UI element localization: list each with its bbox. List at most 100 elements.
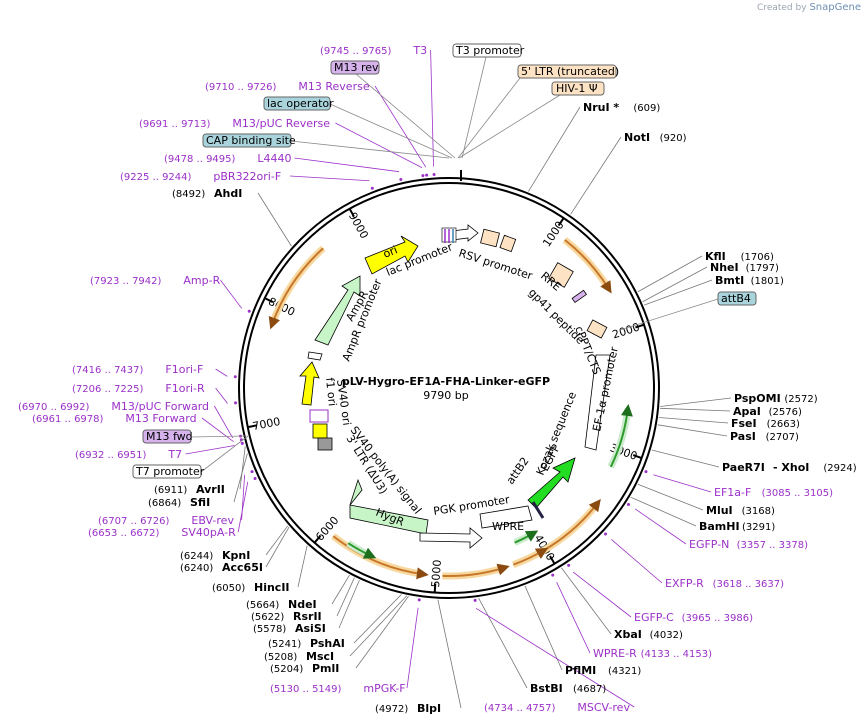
m13-rev-box [330, 60, 380, 75]
primer-position: (6707 .. 6726) [98, 516, 170, 527]
pgk-promoter-feature [419, 527, 483, 549]
m13-rev-label: M13 rev [334, 61, 379, 74]
t7-m13-cluster [309, 409, 329, 423]
enzyme-leader [233, 453, 248, 503]
primer-position: (9710 .. 9726) [205, 82, 277, 93]
enzyme-position: (1797) [746, 263, 779, 274]
enzyme-hincii: HincII [254, 581, 290, 594]
enzyme-xbai: XbaI [614, 628, 642, 641]
box-leader [290, 140, 450, 159]
primer-position: (6970 .. 6992) [18, 402, 90, 413]
enzyme-position: (2663) [767, 419, 800, 430]
primer-egfp-c: EGFP-C [634, 611, 674, 624]
ampr-feature [314, 275, 361, 346]
hiv-psi-feature [499, 234, 517, 253]
orf-arc-glow [269, 245, 326, 325]
backbone-inner-strand [243, 182, 655, 594]
enzyme-acc65i: Acc65I [222, 561, 263, 574]
enzyme-pflmi: PflMI [565, 664, 596, 677]
box-leader [461, 56, 487, 159]
enzyme-leader [528, 106, 581, 192]
primer-leader [220, 279, 243, 309]
enzyme-leader [239, 446, 246, 490]
primer-position: (9691 .. 9713) [139, 119, 211, 130]
box-leader [457, 77, 521, 159]
orf-arc [268, 247, 324, 330]
tick-label: 1000 [540, 219, 566, 249]
enzyme-xhoi: - XhoI [773, 461, 809, 474]
primer-position: (9478 .. 9495) [164, 154, 236, 165]
enzyme-leader [355, 595, 409, 669]
primer-leader [611, 539, 663, 584]
enzyme-leader [297, 545, 308, 588]
enzyme-position: (609) [633, 103, 660, 114]
hygr-arrowhead [349, 478, 363, 506]
primer-position: (6961 .. 6978) [32, 414, 104, 425]
ef1a-promoter-feature [584, 354, 611, 451]
tick-label: 2000 [611, 320, 642, 341]
enzyme-blpi: BlpI [417, 702, 441, 715]
primer-site-marker [240, 441, 244, 445]
enzyme-position: (4321) [608, 666, 641, 677]
primer-position: (9225 .. 9244) [120, 172, 192, 183]
enzyme-ndei: NdeI [288, 598, 317, 611]
primer-site-marker [567, 563, 571, 567]
primer-position: (3618 .. 3637) [713, 579, 785, 590]
snapgene-logo: SnapGene [809, 2, 861, 13]
enzyme-position: (2924) [823, 463, 856, 474]
primer-amp-r: Amp-R [183, 274, 220, 287]
tick-label: 7000 [252, 415, 282, 433]
enzyme-nhei: NheI [710, 261, 739, 274]
primer-wpre-r: WPRE-R [593, 647, 637, 660]
primer-position: (3357 .. 3378) [737, 540, 809, 551]
enzyme-pmli: PmlI [312, 662, 339, 675]
enzyme-leader [257, 192, 292, 247]
ori-label: ori [381, 243, 399, 260]
primer-f1ori-r: F1ori-R [165, 382, 205, 395]
primer-leader [294, 157, 400, 173]
primer-position: (3965 .. 3986) [682, 613, 754, 624]
primer-site-marker [417, 598, 421, 602]
primer-position: (4133 .. 4153) [641, 649, 713, 660]
enzyme-position: (5664) [246, 600, 279, 611]
enzyme-position: (6050) [212, 583, 245, 594]
enzyme-bmti: BmtI [715, 274, 744, 287]
primer-site-marker [233, 375, 237, 379]
primer-site-marker [370, 186, 374, 190]
tick-mark [247, 424, 257, 429]
enzyme-leader [657, 424, 728, 437]
orf-arc [442, 563, 510, 577]
enzyme-apai: ApaI [733, 405, 761, 418]
enzyme-position: (3291) [742, 522, 775, 533]
box-leader [200, 435, 249, 473]
enzyme-position: (2707) [766, 432, 799, 443]
enzyme-leader [331, 574, 350, 605]
enzyme-position: (3168) [742, 506, 775, 517]
leader-lines [185, 49, 732, 709]
wpre-label: WPRE [492, 520, 524, 533]
primer-site-marker [604, 532, 608, 536]
primer-f1ori-f: F1ori-F [165, 363, 203, 376]
enzyme-leader [651, 449, 720, 468]
tick-mark [632, 454, 642, 460]
enzyme-leader [353, 594, 402, 644]
primer-leader [556, 581, 591, 654]
sv40-ori-label: SV40 ori [334, 379, 353, 427]
tick-mark [264, 297, 274, 303]
primer-leader [653, 474, 712, 493]
primer-t3: T3 [412, 44, 427, 57]
ampr-promoter-label: AmpR promoter [340, 277, 385, 363]
credit-prefix: Created by [757, 3, 807, 13]
cap-site-box [202, 133, 292, 148]
primer-ebv-rev: EBV-rev [191, 514, 234, 527]
enzyme-position: (1801) [751, 276, 784, 287]
primer-l4440: L4440 [257, 152, 291, 165]
primer-t7: T7 [167, 448, 182, 461]
enzyme-position: (4972) [375, 704, 408, 715]
enzyme-mlui: MluI [706, 504, 733, 517]
enzyme-position: (6864) [148, 498, 181, 509]
green-arc [514, 530, 539, 544]
lac-operator-box [263, 96, 331, 111]
enzyme-avrii: AvrII [196, 483, 225, 496]
